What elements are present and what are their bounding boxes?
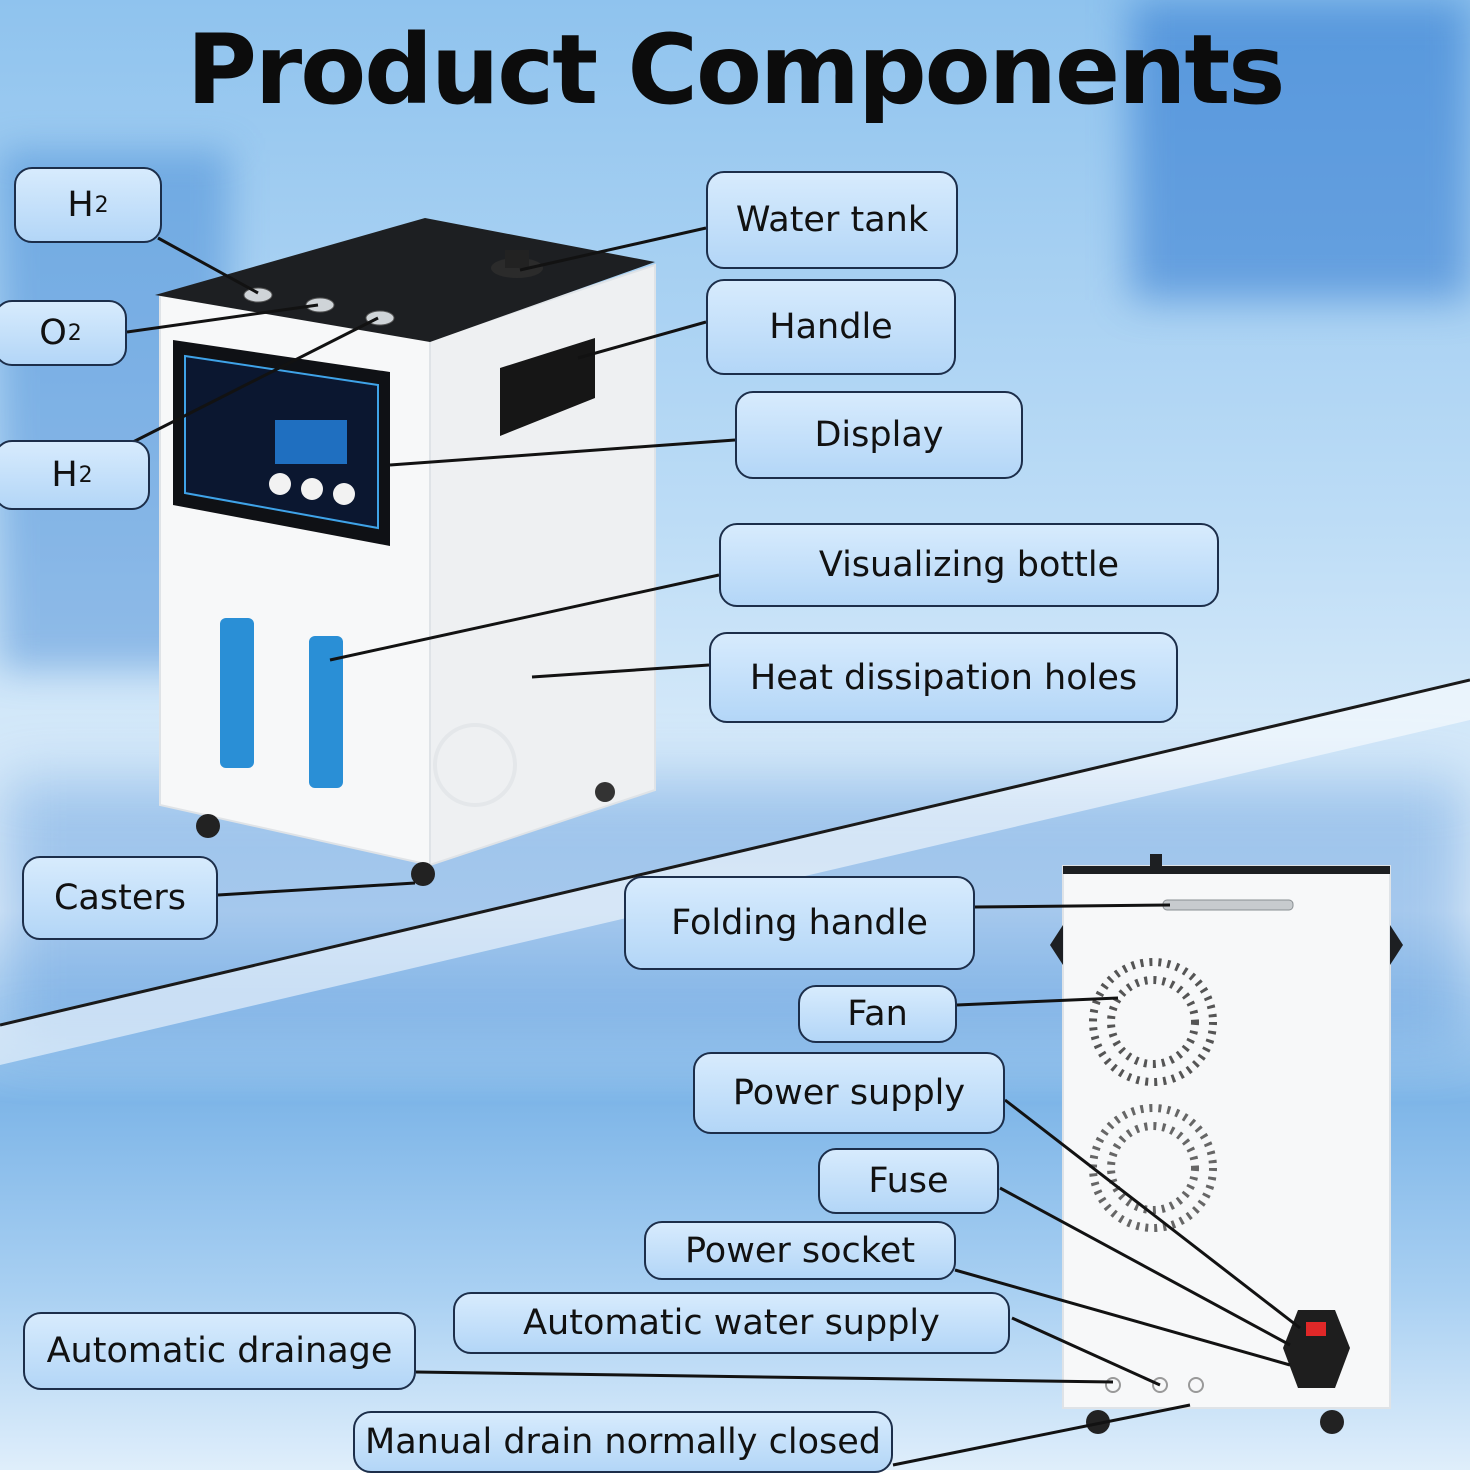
label-o2-sub: 2 xyxy=(67,320,82,346)
label-h2-bottom-main: H xyxy=(51,455,78,495)
leader-manual-drain xyxy=(892,1403,1191,1467)
leader-h2-bottom xyxy=(132,316,379,444)
label-heat-dissipation-holes: Heat dissipation holes xyxy=(709,632,1178,723)
label-automatic-water-supply: Automatic water supply xyxy=(453,1292,1010,1354)
heat-dissipation-grille xyxy=(433,723,517,807)
leader-fan xyxy=(956,996,1119,1007)
diagonal-divider xyxy=(0,680,1470,1065)
label-power-socket: Power socket xyxy=(644,1221,956,1280)
label-manual-drain: Manual drain normally closed xyxy=(353,1411,893,1473)
rear-device xyxy=(1050,854,1403,1434)
side-handle xyxy=(500,338,595,436)
h2-port-top xyxy=(243,287,273,303)
o2-port xyxy=(305,297,335,313)
label-casters: Casters xyxy=(22,856,218,940)
leader-o2 xyxy=(126,303,319,334)
label-fuse: Fuse xyxy=(818,1148,999,1214)
rear-caster-right xyxy=(1320,1410,1344,1434)
leader-automatic-water-supply xyxy=(1011,1316,1161,1387)
front-device-side-face xyxy=(429,263,656,867)
divider-line xyxy=(0,678,1470,1027)
label-folding-handle: Folding handle xyxy=(624,876,975,970)
rear-side-handle-right xyxy=(1390,925,1403,965)
folding-handle-bar xyxy=(1162,899,1294,911)
leader-water-tank xyxy=(519,226,707,272)
fan-grille-top-inner xyxy=(1107,976,1199,1068)
drain-port-1 xyxy=(1105,1377,1121,1393)
label-o2-main: O xyxy=(39,313,67,353)
label-power-supply: Power supply xyxy=(693,1052,1005,1134)
rear-device-top-edge xyxy=(1063,866,1390,874)
visualizing-bottle-right xyxy=(309,636,343,788)
power-switch xyxy=(1306,1322,1326,1336)
fan-grille-top xyxy=(1089,958,1217,1086)
caster-front-right xyxy=(411,862,435,886)
rear-side-handle-left xyxy=(1050,925,1063,965)
leader-display xyxy=(389,438,736,467)
leader-folding-handle xyxy=(974,903,1171,909)
rear-caster-left xyxy=(1086,1410,1110,1434)
fan-grille-bottom-inner xyxy=(1107,1122,1199,1214)
display-readout xyxy=(275,420,347,464)
drain-port-2 xyxy=(1152,1377,1168,1393)
label-water-tank: Water tank xyxy=(706,171,958,269)
display-button-play xyxy=(301,478,323,500)
water-tank-cap-top xyxy=(505,250,529,268)
label-handle: Handle xyxy=(706,279,956,375)
power-socket-module xyxy=(1283,1310,1350,1388)
leader-heat-dissipation xyxy=(531,663,710,679)
fan-grille-bottom xyxy=(1089,1104,1217,1232)
caster-back xyxy=(595,782,615,802)
label-h2-top-sub: 2 xyxy=(94,192,109,218)
leader-fuse xyxy=(999,1186,1291,1347)
label-h2-bottom-sub: 2 xyxy=(78,462,93,488)
drain-port-3 xyxy=(1188,1377,1204,1393)
leader-lines xyxy=(126,226,1301,1467)
label-h2-top-main: H xyxy=(67,185,94,225)
label-fan: Fan xyxy=(798,985,957,1043)
caster-front-left xyxy=(196,814,220,838)
leader-power-supply xyxy=(1004,1098,1301,1330)
background-window-right xyxy=(1130,0,1470,300)
display-button-plus xyxy=(333,483,355,505)
leader-automatic-drainage xyxy=(415,1370,1114,1384)
display-button-minus xyxy=(269,473,291,495)
label-automatic-drainage: Automatic drainage xyxy=(23,1312,416,1390)
leader-handle xyxy=(577,320,707,360)
label-visualizing-bottle: Visualizing bottle xyxy=(719,523,1219,607)
page-title: Product Components xyxy=(186,14,1286,126)
visualizing-bottle-left xyxy=(220,618,254,768)
label-display: Display xyxy=(735,391,1023,479)
rear-device-cap xyxy=(1150,854,1162,868)
leader-casters xyxy=(217,881,416,897)
leader-visualizing-bottle xyxy=(329,573,720,662)
leader-power-socket xyxy=(954,1268,1291,1367)
leader-h2-top xyxy=(157,236,259,295)
